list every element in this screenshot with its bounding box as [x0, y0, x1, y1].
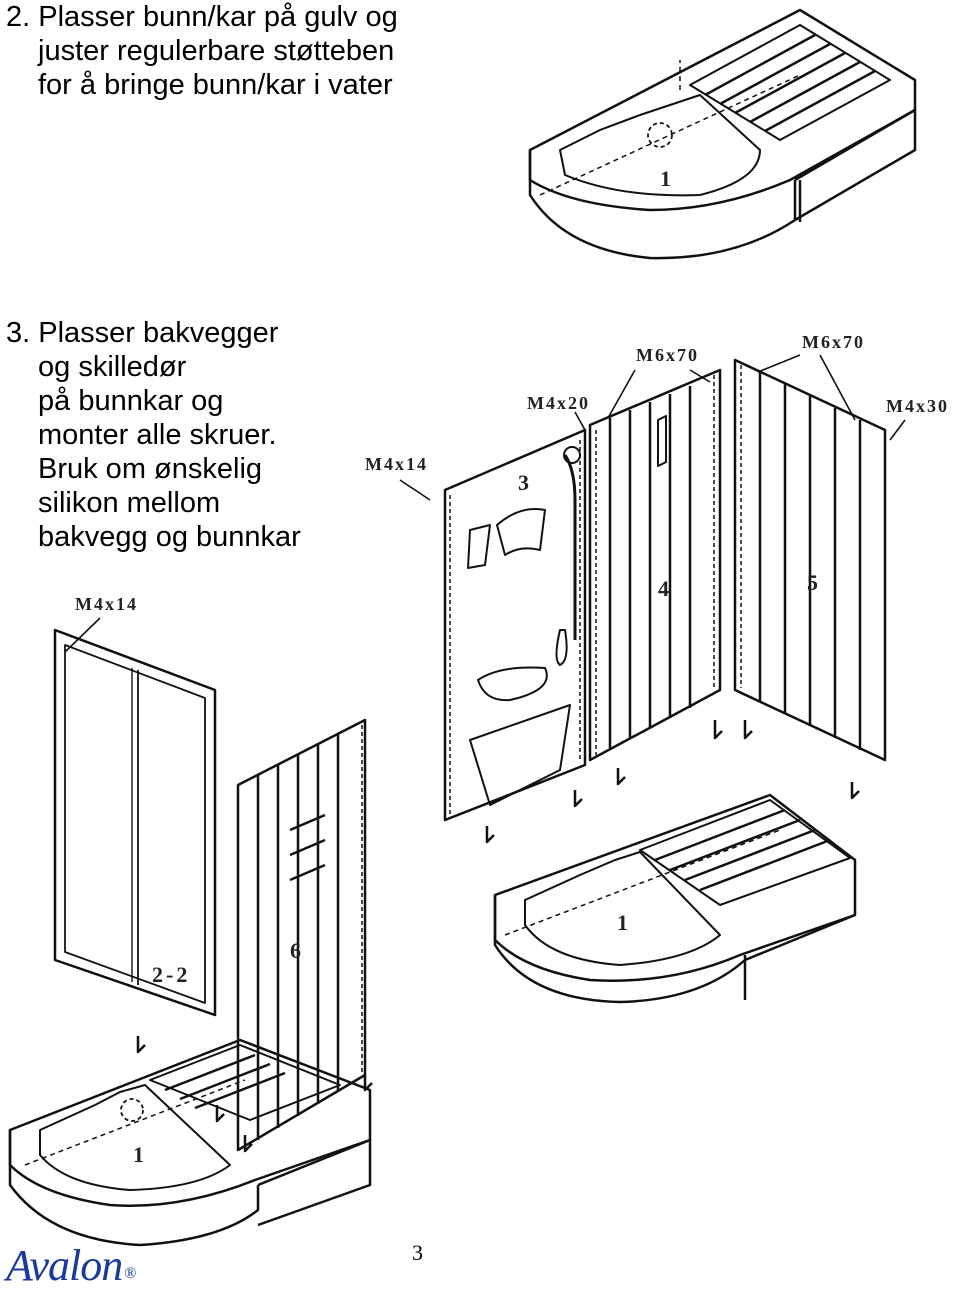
step-2-number: 2.	[6, 1, 31, 33]
leader-lines	[64, 354, 906, 653]
label-m4x30: M4x30	[886, 396, 949, 416]
page-number: 3	[412, 1240, 423, 1265]
label-m6x70-left: M6x70	[636, 345, 699, 365]
shower-tray-top	[528, 8, 917, 260]
step-2-instructions: 2. Plasser bunn/kar på gulv og juster re…	[6, 0, 398, 102]
step-3-line-4: monter alle skruer.	[38, 419, 277, 451]
side-panel-6	[236, 718, 367, 1152]
back-panel-5	[733, 358, 887, 762]
part-number-panel-4: 4	[658, 576, 669, 601]
step-3-line-5: Bruk om ønskelig	[38, 453, 263, 485]
part-number-tray-right: 1	[617, 910, 628, 935]
step-3-line-7: bakvegg og bunnkar	[38, 521, 301, 553]
avalon-logo: Avalon®	[6, 1240, 136, 1291]
step-3-line-1: 3. Plasser bakvegger	[6, 316, 301, 350]
shower-tray-bottom	[8, 1038, 372, 1247]
step-2-line-2: juster regulerbare støtteben	[38, 35, 395, 67]
registered-mark: ®	[124, 1265, 136, 1282]
back-panel-3	[443, 428, 587, 822]
part-number-panel-6: 6	[290, 938, 301, 963]
step-2-line-1: 2. Plasser bunn/kar på gulv og	[6, 0, 398, 34]
part-number-tray-top: 1	[660, 166, 671, 191]
label-m4x14-left: M4x14	[75, 594, 138, 614]
step-3-instructions: 3. Plasser bakvegger og skilledør på bun…	[6, 316, 301, 554]
brand-name: Avalon	[6, 1241, 123, 1290]
part-number-panel-3: 3	[518, 470, 529, 495]
door-panel-2-2	[53, 628, 217, 1017]
step-3-text-1: Plasser bakvegger	[38, 317, 279, 349]
part-number-door-2-2: 2-2	[152, 962, 191, 987]
step-3-number: 3.	[6, 317, 31, 349]
arrows	[136, 720, 860, 1153]
step-3-line-6: silikon mellom	[38, 487, 221, 519]
label-m4x14-top: M4x14	[365, 454, 428, 474]
step-3-line-2: og skilledør	[38, 351, 187, 383]
step-2-text-1: Plasser bunn/kar på gulv og	[38, 1, 398, 33]
step-3-line-3: på bunnkar og	[38, 385, 224, 417]
label-m4x20: M4x20	[527, 393, 590, 413]
shower-tray-right	[493, 793, 857, 1004]
label-m6x70-right: M6x70	[802, 332, 865, 352]
part-number-panel-5: 5	[807, 570, 818, 595]
back-panel-4	[588, 368, 722, 762]
part-number-tray-bottom: 1	[133, 1142, 144, 1167]
step-2-line-3: for å bringe bunn/kar i vater	[38, 69, 393, 101]
